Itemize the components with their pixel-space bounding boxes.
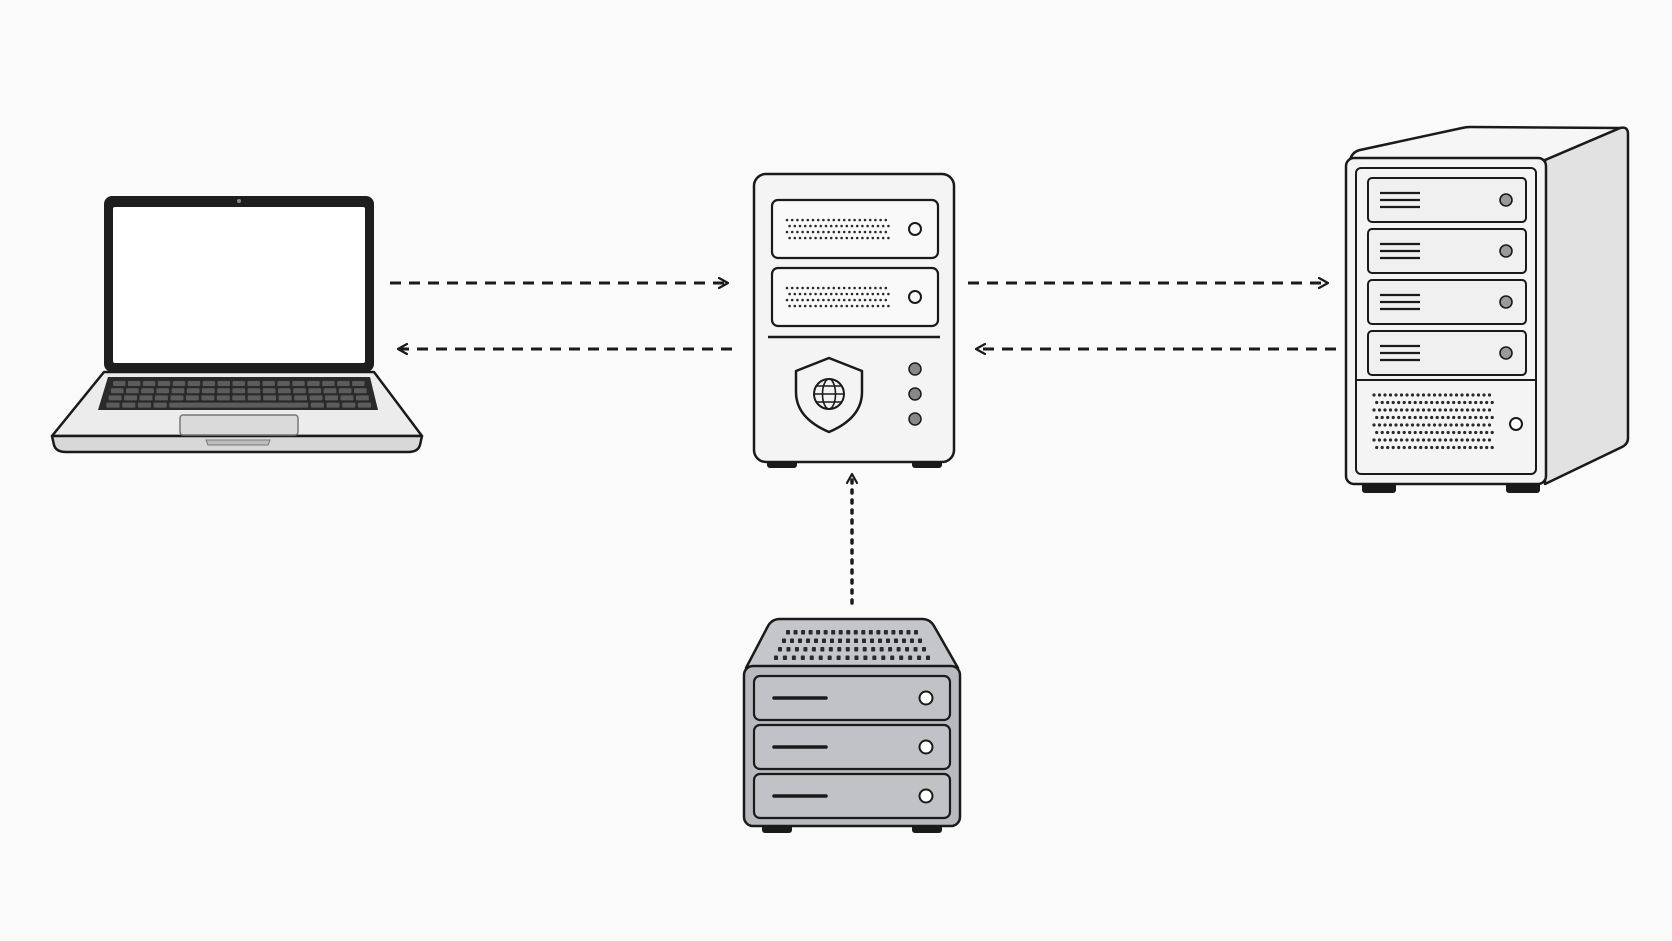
vent-grill	[1372, 393, 1494, 450]
shield-globe-icon	[794, 356, 864, 434]
laptop-screen	[113, 207, 365, 363]
security-server-icon	[752, 172, 956, 468]
drive-bay-2	[770, 266, 940, 328]
laptop-keyboard	[106, 381, 372, 408]
laptop-touchpad	[179, 414, 299, 436]
storage-array-icon	[742, 617, 962, 833]
connectors	[390, 283, 1336, 605]
drive-bay-1	[770, 198, 940, 260]
laptop-icon	[50, 196, 424, 454]
status-lights	[908, 362, 922, 426]
server-rack-icon	[1344, 125, 1630, 493]
